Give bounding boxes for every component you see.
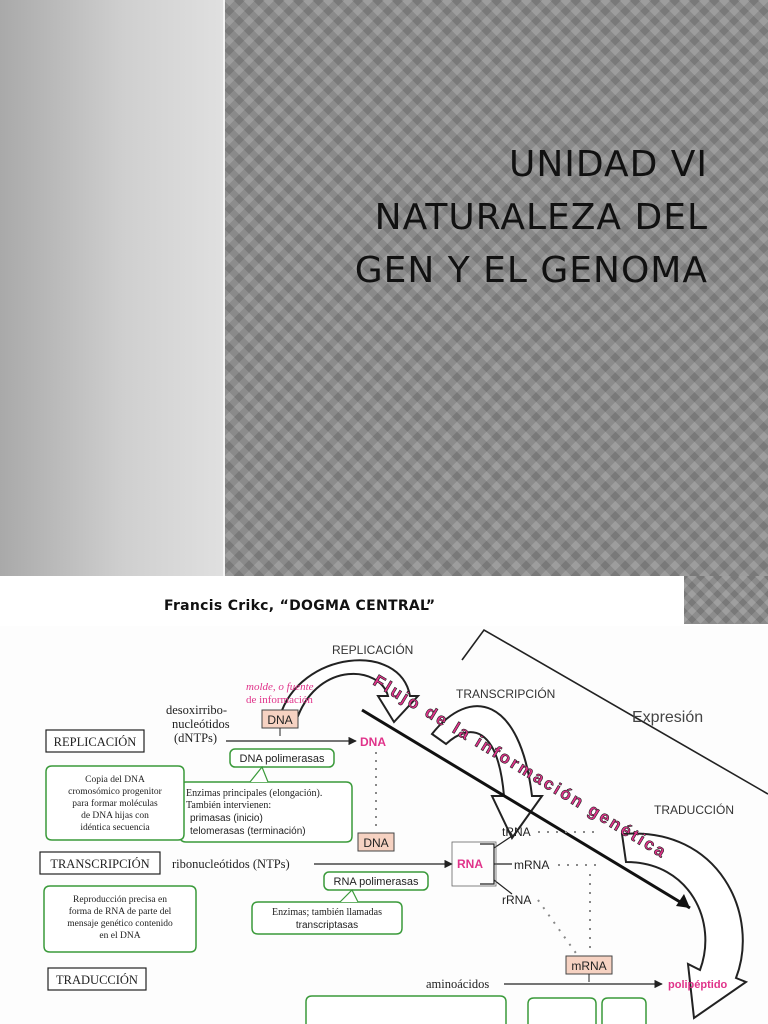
rep-desc-5: idéntica secuencia (80, 823, 150, 833)
enzimas-callout-2-tail (339, 888, 359, 903)
dna-box-1-label: DNA (267, 713, 292, 727)
slide-title: UNIDAD VI NATURALEZA DEL GEN Y EL GENOMA (278, 138, 708, 297)
enz1-line-4: telomerasas (terminación) (190, 826, 306, 837)
expresion-label: Expresión (632, 709, 703, 726)
flujo-diagonal-line (361, 708, 691, 910)
rep-desc-3: para formar moléculas (72, 798, 158, 809)
rep-desc-2: cromosómico progenitor (68, 787, 162, 797)
transcripcion-label: TRANSCRIPCIÓN (50, 857, 149, 871)
dntp-line-3: (dNTPs) (174, 731, 217, 745)
rna-bracket-box (451, 841, 497, 887)
patterned-panel (225, 0, 768, 576)
transcripcion-curve-arrow (430, 705, 544, 840)
trna-label: tRNA (502, 825, 531, 839)
bottom-green-box-2 (527, 997, 597, 1024)
title-slide: UNIDAD VI NATURALEZA DEL GEN Y EL GENOMA (0, 0, 768, 576)
rna-polimerasas-label: RNA polimerasas (334, 876, 419, 888)
mrna-label: mRNA (514, 858, 549, 872)
dogma-slide: Francis Crikc, “DOGMA CENTRAL” Expresión… (0, 576, 768, 1024)
molde-line-2: de información (246, 694, 313, 706)
enzimas-callout-2 (251, 901, 403, 935)
bottom-green-box-3 (601, 997, 647, 1024)
diagram-svg: Expresión REPLICACIÓN TRANSCRIPCIÓN TRAD… (39, 628, 768, 1024)
rep-desc-4: de DNA hijas con (81, 811, 149, 821)
corner-pattern (684, 576, 768, 624)
enz2-line-1: Enzimas; también llamadas (272, 907, 382, 918)
dntp-line-1: desoxirribo- (166, 703, 227, 717)
aminoacidos-text: aminoácidos (426, 977, 489, 991)
dna-box-2 (357, 832, 395, 852)
replicacion-label-box (45, 729, 145, 753)
enz1-line-1: Enzimas principales (elongación). (186, 788, 322, 799)
top-transcripcion-label: TRANSCRIPCIÓN (456, 686, 555, 701)
central-dogma-diagram: Expresión REPLICACIÓN TRANSCRIPCIÓN TRAD… (0, 626, 768, 1024)
rna-bracket (480, 835, 513, 895)
rrna-label: rRNA (502, 893, 531, 907)
expresion-bracket (461, 628, 768, 795)
replicacion-curve-arrow (278, 659, 421, 724)
mrna-box-label: mRNA (571, 959, 606, 973)
left-panel (0, 0, 224, 576)
traduccion-label: TRADUCCIÓN (56, 973, 138, 987)
replicacion-label: REPLICACIÓN (54, 735, 137, 749)
top-replicacion-label: REPLICACIÓN (332, 642, 413, 657)
rna-product: RNA (457, 857, 483, 871)
replicacion-desc-box (45, 765, 185, 841)
enz1-line-3: primasas (inicio) (190, 813, 263, 824)
polipeptido-product: polipéptido (668, 979, 728, 991)
dna-product: DNA (360, 735, 386, 749)
bottom-green-box-1 (305, 995, 507, 1024)
rna-polimerasas-box (323, 871, 429, 891)
panel-divider (223, 0, 225, 576)
trans-desc-2: forma de RNA de parte del (69, 906, 172, 917)
dna-box-2-label: DNA (363, 836, 388, 850)
title-line-2: NATURALEZA DEL (374, 197, 708, 238)
transcripcion-desc-box (43, 885, 197, 953)
trans-desc-1: Reproducción precisa en (73, 895, 167, 905)
title-line-1: UNIDAD VI (508, 144, 708, 185)
molde-line-1: molde, o fuente (246, 681, 314, 693)
transcripcion-label-box (39, 851, 161, 875)
enz1-line-2: También intervienen: (186, 800, 271, 811)
enz2-line-2: transcriptasas (296, 920, 358, 931)
rrna-dotted (537, 899, 579, 957)
ntp-text: ribonucleótidos (NTPs) (172, 857, 290, 871)
flujo-arrowhead (676, 894, 690, 908)
dntp-line-2: nucleótidos (172, 717, 230, 731)
dna-polimerasas-label: DNA polimerasas (240, 753, 325, 765)
trans-desc-4: en el DNA (99, 931, 140, 941)
rep-desc-1: Copia del DNA (85, 775, 145, 785)
top-traduccion-label: TRADUCCIÓN (654, 802, 734, 817)
enzimas-callout-1-tail (249, 765, 269, 783)
title-line-3: GEN Y EL GENOMA (354, 250, 708, 291)
slide-heading: Francis Crikc, “DOGMA CENTRAL” (164, 598, 436, 614)
traduccion-label-box (47, 967, 147, 991)
dna-polimerasas-box (229, 748, 335, 768)
traduccion-curve-arrow (620, 832, 749, 1020)
trans-desc-3: mensaje genético contenido (67, 919, 173, 929)
